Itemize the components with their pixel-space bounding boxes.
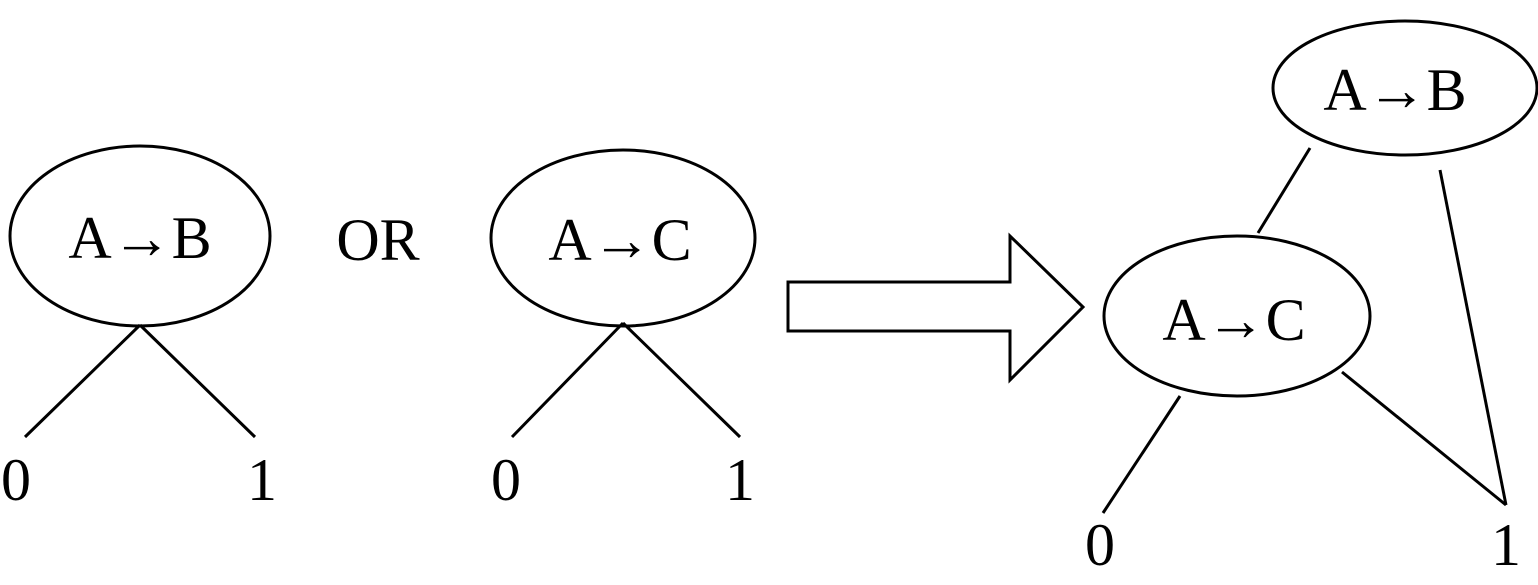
edge-root-1 [1438, 169, 1508, 506]
edge-child-1 [1341, 370, 1507, 507]
middle-tree: A→C 0 1 [489, 148, 757, 513]
leaf-0: 0 [1085, 512, 1115, 578]
node-label: A→B [68, 205, 211, 271]
leaf-0: 0 [1, 447, 31, 513]
edge-0 [510, 321, 625, 439]
leaf-0: 0 [491, 447, 521, 513]
or-label: OR [336, 207, 419, 273]
edge-root-child [1256, 147, 1312, 234]
leaf-1: 1 [247, 447, 277, 513]
leaf-1: 1 [725, 447, 755, 513]
edge-0 [23, 323, 142, 439]
left-tree: A→B 0 1 [1, 144, 277, 513]
node-ellipse [489, 148, 757, 328]
child-label: A→C [1162, 287, 1305, 353]
right-arrow-icon [786, 232, 1086, 384]
leaf-1: 1 [1491, 512, 1521, 578]
result-tree: A→B A→C 0 1 [1085, 19, 1538, 578]
root-label: A→B [1323, 57, 1466, 123]
root-ellipse [1271, 19, 1538, 157]
edge-1 [621, 321, 742, 439]
child-ellipse [1102, 234, 1372, 398]
edge-1 [138, 323, 257, 439]
node-label: A→C [548, 207, 691, 273]
edge-child-0 [1101, 395, 1182, 514]
